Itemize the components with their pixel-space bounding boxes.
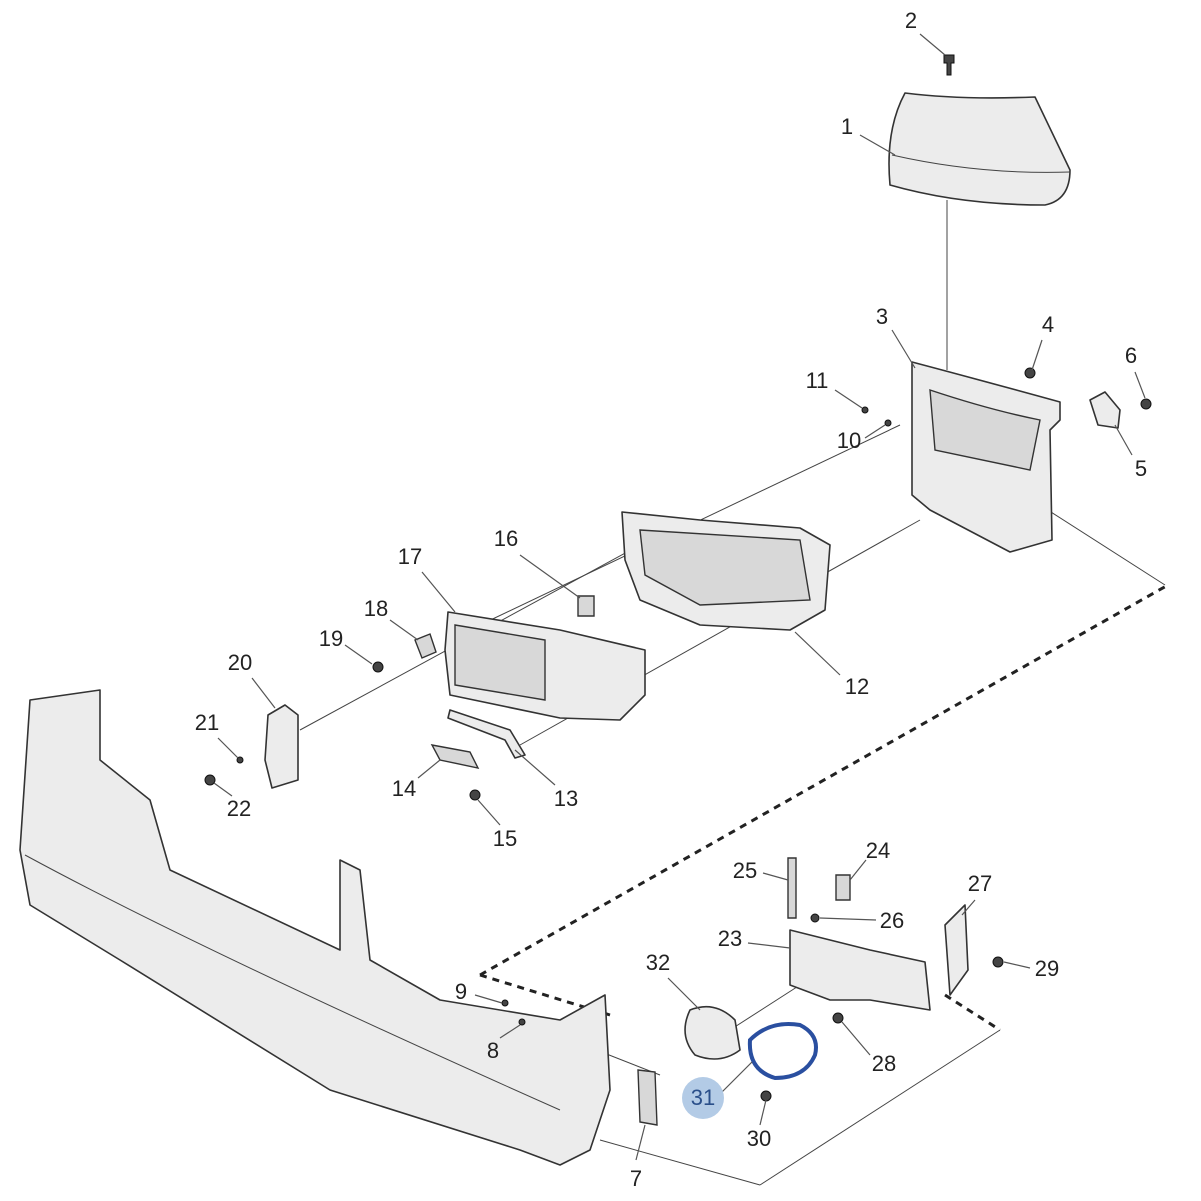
part-15-screw xyxy=(469,789,481,801)
callout-25[interactable]: 25 xyxy=(733,858,757,883)
part-16-plug xyxy=(577,595,595,617)
callout-5[interactable]: 5 xyxy=(1135,456,1147,481)
callout-14[interactable]: 14 xyxy=(392,776,416,801)
part-bumper xyxy=(19,689,611,1166)
part-2-screw xyxy=(943,54,955,76)
part-4-screw xyxy=(1024,367,1036,379)
callout-7[interactable]: 7 xyxy=(630,1166,642,1191)
part-23-fog-bracket xyxy=(789,929,931,1011)
callout-29[interactable]: 29 xyxy=(1035,956,1059,981)
callout-16[interactable]: 16 xyxy=(494,526,518,551)
callout-23[interactable]: 23 xyxy=(718,926,742,951)
part-6-screw xyxy=(1140,398,1152,410)
callout-20[interactable]: 20 xyxy=(228,650,252,675)
part-14-bracket xyxy=(430,744,480,769)
callout-28[interactable]: 28 xyxy=(872,1051,896,1076)
dashed-reference-line xyxy=(479,583,1169,977)
part-26-screw xyxy=(810,913,820,923)
part-28-screw xyxy=(832,1012,844,1024)
part-27-bracket xyxy=(944,904,969,996)
part-32-fog-lamp xyxy=(684,1005,741,1060)
callout-10[interactable]: 10 xyxy=(837,428,861,453)
callout-31[interactable]: 31 xyxy=(691,1085,715,1110)
callout-11[interactable]: 11 xyxy=(806,368,829,393)
callout-19[interactable]: 19 xyxy=(319,626,343,651)
callout-6[interactable]: 6 xyxy=(1125,343,1137,368)
callout-24[interactable]: 24 xyxy=(866,838,890,863)
part-11-clip xyxy=(861,406,869,414)
part-31-gasket xyxy=(747,1022,818,1081)
callout-8[interactable]: 8 xyxy=(487,1038,499,1063)
part-24-clip xyxy=(835,874,851,901)
callout-1[interactable]: 1 xyxy=(841,114,853,139)
part-10-clip xyxy=(884,419,892,427)
callout-2[interactable]: 2 xyxy=(905,8,917,33)
callout-4[interactable]: 4 xyxy=(1042,312,1054,337)
part-9-clip xyxy=(501,999,509,1007)
callout-3[interactable]: 3 xyxy=(876,304,888,329)
dashed-reference-line xyxy=(479,973,611,1017)
callout-27[interactable]: 27 xyxy=(968,871,992,896)
callout-9[interactable]: 9 xyxy=(455,979,467,1004)
callout-30[interactable]: 30 xyxy=(747,1126,771,1151)
part-20-marker-lamp xyxy=(264,704,299,789)
callout-13[interactable]: 13 xyxy=(554,786,578,811)
highlight-badge-31[interactable] xyxy=(682,1077,724,1119)
callout-22[interactable]: 22 xyxy=(227,796,251,821)
callout-32[interactable]: 32 xyxy=(646,950,670,975)
callout-26[interactable]: 26 xyxy=(880,908,904,933)
part-8-clip xyxy=(518,1018,526,1026)
part-19-screw xyxy=(372,661,384,673)
callout-17[interactable]: 17 xyxy=(398,544,422,569)
callout-12[interactable]: 12 xyxy=(845,674,869,699)
callout-18[interactable]: 18 xyxy=(364,596,388,621)
dashed-reference-line xyxy=(944,993,1001,1032)
part-13-bracket xyxy=(447,709,526,759)
callout-21[interactable]: 21 xyxy=(195,710,219,735)
part-21-clip xyxy=(236,756,244,764)
callout-15[interactable]: 15 xyxy=(493,826,517,851)
part-25-stud xyxy=(787,857,797,919)
callout-labels: 1 2 3 4 5 6 7 8 9 10 11 12 13 14 15 16 1… xyxy=(195,8,1147,1191)
part-5-bracket xyxy=(1089,391,1121,429)
part-22-screw xyxy=(204,774,216,786)
part-18-clip xyxy=(414,633,437,659)
part-29-screw xyxy=(992,956,1004,968)
part-1-upper-cover xyxy=(888,92,1071,206)
leader-lines xyxy=(213,33,1146,1161)
part-7-bracket xyxy=(637,1069,658,1126)
part-30-screw xyxy=(760,1090,772,1102)
